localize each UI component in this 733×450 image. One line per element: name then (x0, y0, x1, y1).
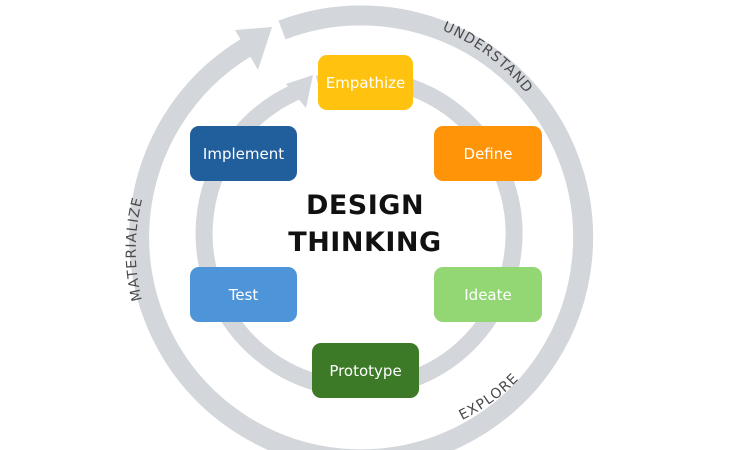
outer-cycle-ring (129, 5, 594, 450)
inner-cycle-arrowhead (286, 75, 313, 108)
stage-empathize[interactable]: Empathize (318, 55, 413, 110)
stage-prototype[interactable]: Prototype (312, 343, 419, 398)
stage-define[interactable]: Define (434, 126, 542, 181)
stage-implement[interactable]: Implement (190, 126, 297, 181)
outer-cycle-arrowhead (235, 27, 272, 70)
stage-ideate[interactable]: Ideate (434, 267, 542, 322)
stage-test[interactable]: Test (190, 267, 297, 322)
title-line-thinking: THINKING (288, 227, 442, 258)
phase-label-understand: UNDERSTAND (440, 19, 536, 97)
title-line-design: DESIGN (305, 190, 425, 221)
